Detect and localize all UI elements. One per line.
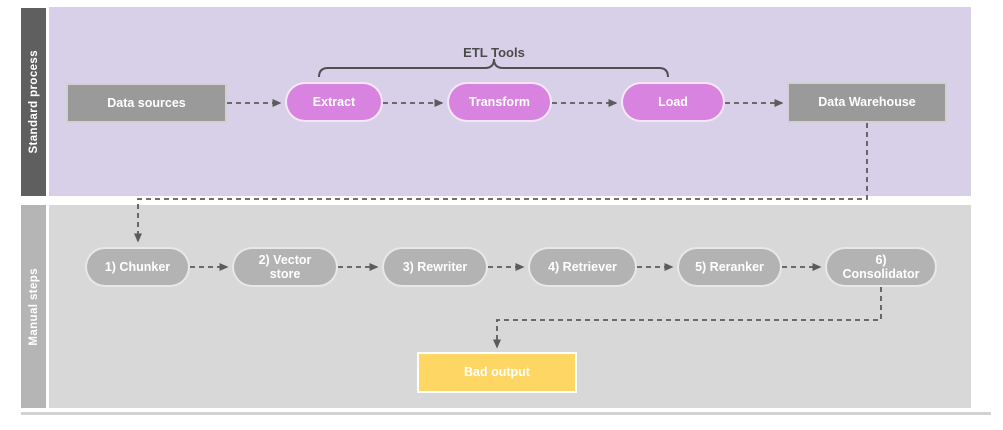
node-step-rewriter: 3) Rewriter (382, 247, 488, 287)
node-step-chunker: 1) Chunker (85, 247, 190, 287)
node-step-consolidator: 6) Consolidator (825, 247, 937, 287)
node-step-retriever: 4) Retriever (528, 247, 637, 287)
node-bad-output: Bad output (417, 352, 577, 393)
bottom-divider (21, 412, 991, 415)
node-step-vector-store: 2) Vector store (232, 247, 338, 287)
node-step-reranker: 5) Reranker (677, 247, 782, 287)
node-transform: Transform (447, 82, 552, 122)
node-extract: Extract (285, 82, 383, 122)
etl-tools-label: ETL Tools (463, 45, 525, 60)
lane-manual-steps-label: Manual steps (27, 267, 40, 346)
lane-manual-steps-titlebar: Manual steps (21, 205, 46, 408)
lane-standard-process-titlebar: Standard process (21, 8, 46, 196)
node-load: Load (621, 82, 725, 122)
node-data-warehouse: Data Warehouse (787, 82, 947, 123)
lane-standard-process-label: Standard process (27, 50, 40, 154)
node-data-sources: Data sources (66, 83, 227, 123)
